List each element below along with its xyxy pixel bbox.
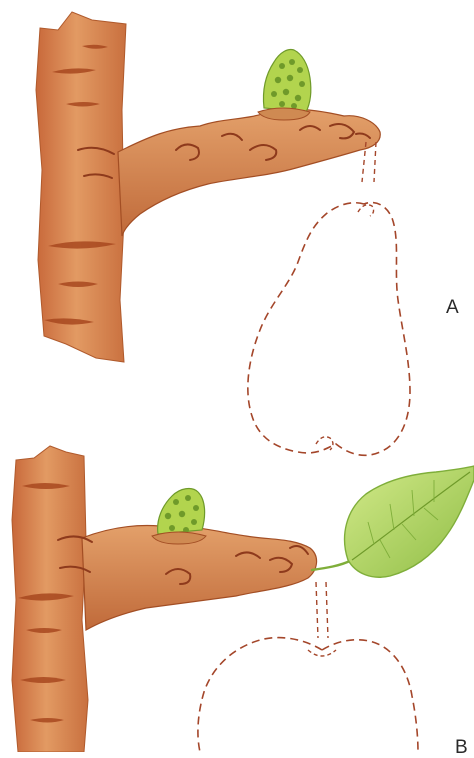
apple-stem-cavity-b xyxy=(308,650,336,656)
apple-outline-right-b xyxy=(322,640,418,752)
label-a: A xyxy=(446,298,459,317)
pear-calyx-a xyxy=(316,437,333,450)
illustration-a xyxy=(36,12,410,455)
fruit-bud-a xyxy=(258,50,311,121)
illustration-b xyxy=(12,446,474,752)
pear-stem-top-a xyxy=(358,205,374,216)
branch-a xyxy=(118,109,380,236)
apple-outline-b xyxy=(198,638,322,752)
trunk-a xyxy=(36,12,126,362)
label-b: B xyxy=(455,738,468,757)
stalk-b xyxy=(316,582,328,638)
leaf-petiole-b xyxy=(312,560,352,570)
pear-outline-a xyxy=(248,203,410,456)
fruit-bud-b xyxy=(152,489,206,544)
